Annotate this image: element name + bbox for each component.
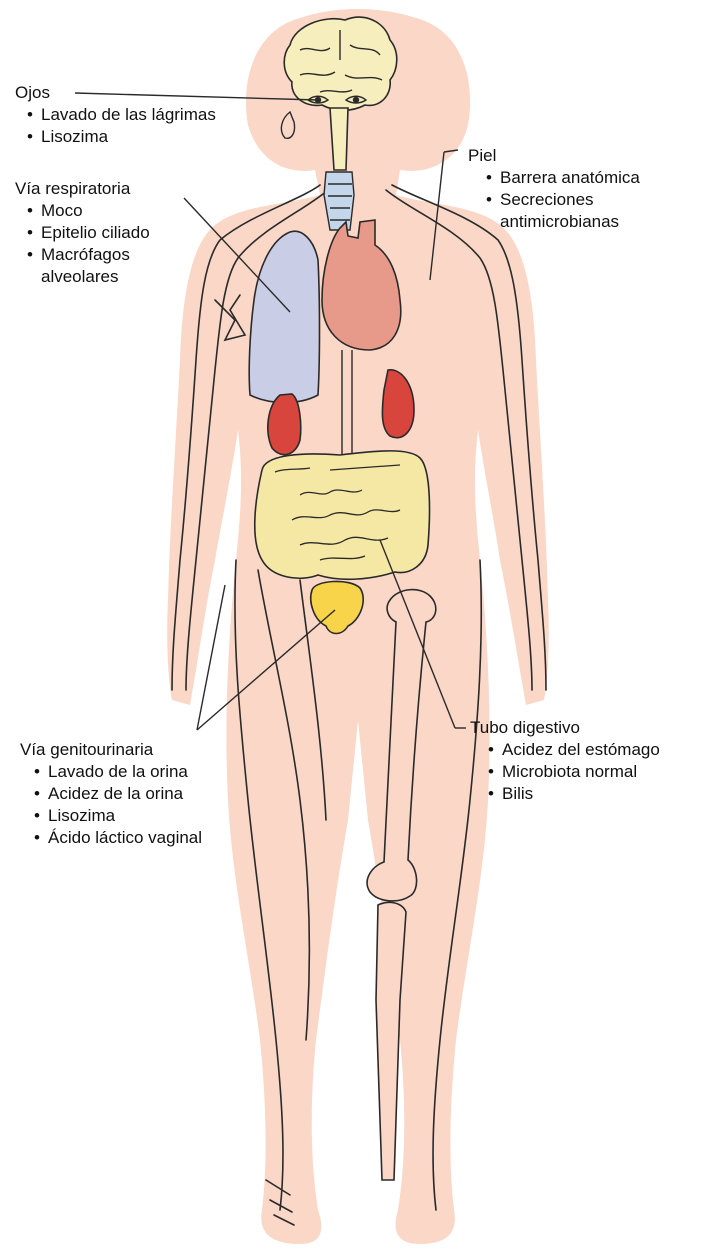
list-item: Epitelio ciliado	[27, 222, 150, 244]
label-digestivo-title: Tubo digestivo	[470, 717, 660, 739]
list-item: Acidez del estómago	[488, 739, 660, 761]
list-item: Acidez de la orina	[34, 783, 202, 805]
list-item: Moco	[27, 200, 150, 222]
label-digestivo: Tubo digestivo Acidez del estómago Micro…	[470, 717, 660, 805]
label-piel-title: Piel	[468, 145, 640, 167]
list-item: Lisozima	[27, 126, 216, 148]
list-item-continuation: antimicrobianas	[486, 211, 640, 233]
list-item: Macrófagos	[27, 244, 150, 266]
intestines	[255, 451, 430, 579]
label-piel-list: Barrera anatómica Secreciones antimicrob…	[486, 167, 640, 233]
kidney-left	[268, 394, 301, 455]
list-item: Barrera anatómica	[486, 167, 640, 189]
spinal-cord	[330, 108, 348, 170]
list-item: Microbiota normal	[488, 761, 660, 783]
label-respiratoria: Vía respiratoria Moco Epitelio ciliado M…	[15, 178, 150, 288]
label-genitourinaria: Vía genitourinaria Lavado de la orina Ac…	[20, 739, 202, 849]
label-piel: Piel Barrera anatómica Secreciones antim…	[468, 145, 640, 233]
label-ojos-list: Lavado de las lágrimas Lisozima	[27, 104, 216, 148]
list-item: Lavado de las lágrimas	[27, 104, 216, 126]
trachea	[324, 172, 354, 230]
label-genitourinaria-list: Lavado de la orina Acidez de la orina Li…	[34, 761, 202, 849]
label-genitourinaria-title: Vía genitourinaria	[20, 739, 202, 761]
list-item: Lavado de la orina	[34, 761, 202, 783]
list-item: Secreciones	[486, 189, 640, 211]
label-respiratoria-title: Vía respiratoria	[15, 178, 150, 200]
list-item-continuation: alveolares	[27, 266, 150, 288]
list-item: Bilis	[488, 783, 660, 805]
label-respiratoria-list: Moco Epitelio ciliado Macrófagos alveola…	[27, 200, 150, 288]
brain	[284, 17, 397, 110]
label-digestivo-list: Acidez del estómago Microbiota normal Bi…	[488, 739, 660, 805]
label-ojos-title: Ojos	[15, 82, 216, 104]
label-ojos: Ojos Lavado de las lágrimas Lisozima	[15, 82, 216, 148]
list-item: Ácido láctico vaginal	[34, 827, 202, 849]
list-item: Lisozima	[34, 805, 202, 827]
